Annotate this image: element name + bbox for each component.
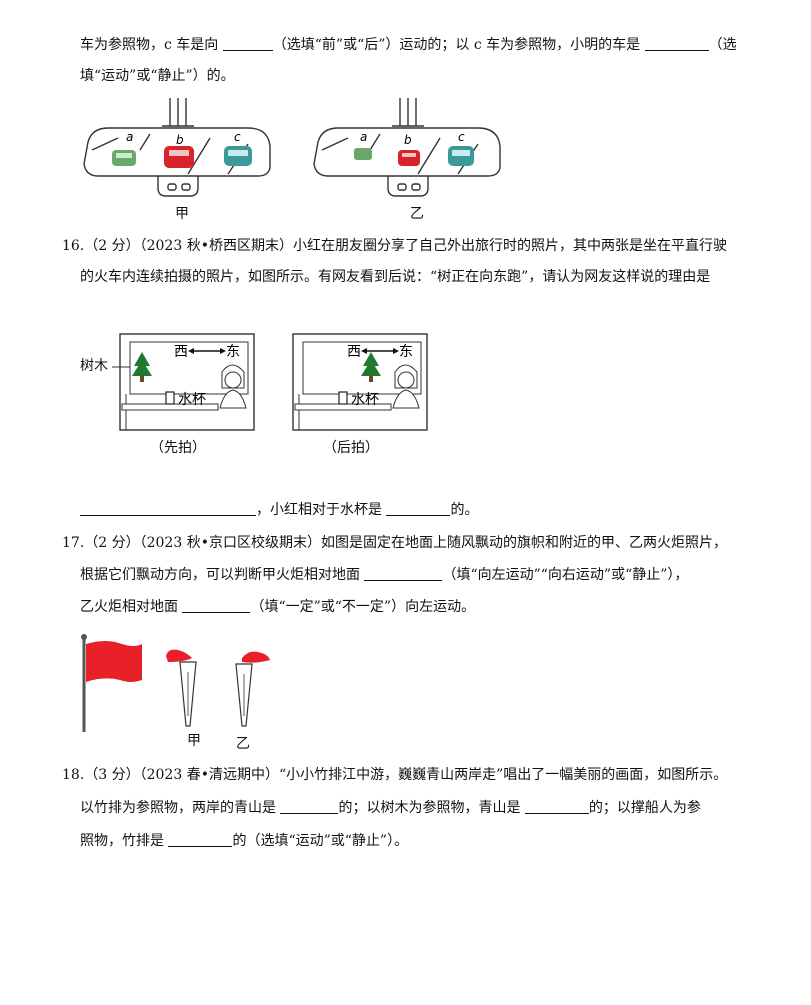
q18-blank-2[interactable] — [524, 799, 589, 814]
q15-mirror-figure-jia: a b c — [83, 98, 271, 197]
q18-text-3a: 照物，竹排是 — [80, 833, 169, 849]
q18-blank-1[interactable] — [280, 799, 339, 814]
girl-icon-2 — [392, 364, 420, 409]
q18-line-1: 18.（3 分）（2023 春•清远期中）“小小竹排江中游，巍巍青山两岸走”唱出… — [62, 765, 727, 785]
car-c-icon-2 — [448, 146, 474, 166]
q18-text-2b: 的；以树木为参照物，青山是 — [338, 800, 525, 816]
q15-line-2: 填“运动”或“静止”）的。 — [80, 66, 235, 86]
q17-blank-1[interactable] — [364, 566, 443, 581]
west-label-2: 西 — [347, 344, 361, 360]
q18-line-2: 以竹排为参照物，两岸的青山是 的；以树木为参照物，青山是 的；以撑船人为参 — [80, 798, 701, 818]
car-c-icon — [224, 146, 252, 166]
girl-icon — [219, 364, 247, 409]
cup-icon — [165, 391, 175, 405]
west-label: 西 — [174, 344, 188, 360]
q18-text-2c: 的；以撑船人为参 — [588, 800, 701, 816]
car-b-icon — [164, 146, 194, 168]
q15-text-1a: 车为参照物，c 车是向 — [80, 37, 223, 53]
q16-line-1: 16.（2 分）（2023 秋•桥西区期末）小红在朋友圈分享了自己外出旅行时的照… — [62, 236, 727, 256]
tree-label: 树木 — [80, 358, 108, 374]
q18-text-3b: 的（选填“运动”或“静止”）。 — [232, 833, 409, 849]
q17-text-2a: 根据它们飘动方向，可以判断甲火炬相对地面 — [80, 567, 365, 583]
car-c-label: c — [234, 130, 241, 144]
q16-blank-2[interactable] — [386, 501, 451, 516]
car-a-label: a — [126, 130, 133, 144]
q16-answer-text-a: ，小红相对于水杯是 — [256, 502, 387, 518]
q17-line-1: 17.（2 分）（2023 秋•京口区校级期末）如图是固定在地面上随风飘动的旗帜… — [62, 533, 727, 553]
q15-blank-1[interactable] — [222, 36, 273, 51]
tree-icon — [132, 352, 152, 382]
q18-text-1: 18.（3 分）（2023 春•清远期中）“小小竹排江中游，巍巍青山两岸走”唱出… — [62, 767, 728, 783]
q15-blank-2[interactable] — [644, 36, 709, 51]
cup-icon-2 — [338, 391, 348, 405]
car-b-label-2: b — [404, 133, 412, 147]
q17-line-3: 乙火炬相对地面 （填“一定”或“不一定”）向左运动。 — [80, 597, 475, 617]
car-b-icon-2 — [398, 150, 420, 166]
q17-text-3a: 乙火炬相对地面 — [80, 599, 183, 615]
q15-text-2: 填“运动”或“静止”）的。 — [80, 68, 235, 84]
q16-answer-line: ，小红相对于水杯是 的。 — [80, 500, 478, 520]
q16-text-2: 的火车内连续拍摄的照片，如图所示。有网友看到后说：“树正在向东跑”，请认为网友这… — [80, 269, 711, 285]
east-label: 东 — [226, 344, 240, 360]
q15-caption-yi: 乙 — [410, 206, 424, 222]
q17-blank-2[interactable] — [182, 598, 251, 613]
q17-text-1: 17.（2 分）（2023 秋•京口区校级期末）如图是固定在地面上随风飘动的旗帜… — [62, 535, 727, 551]
torch-yi-label: 乙 — [236, 736, 250, 752]
car-a-icon-2 — [354, 148, 372, 160]
q15-text-1c: （选 — [708, 37, 737, 53]
q17-text-2b: （填“向左运动”“向右运动”或“静止”）， — [442, 567, 689, 583]
cup-label-2: 水杯 — [351, 392, 379, 408]
car-b-label: b — [176, 133, 184, 147]
q15-caption-jia: 甲 — [175, 206, 189, 222]
q15-mirror-figure-yi: a b c — [313, 98, 501, 197]
torch-yi-icon — [235, 651, 270, 727]
q18-text-2a: 以竹排为参照物，两岸的青山是 — [80, 800, 281, 816]
train-photo-first: 西 东 水杯 — [112, 333, 255, 431]
q18-blank-3[interactable] — [168, 832, 233, 847]
cup-label: 水杯 — [178, 392, 206, 408]
car-c-label-2: c — [458, 130, 465, 144]
q15-line-1: 车为参照物，c 车是向 （选填“前”或“后”）运动的；以 c 车为参照物，小明的… — [80, 35, 737, 55]
caption-second: （后拍） — [323, 440, 379, 456]
q15-text-1b: （选填“前”或“后”）运动的；以 c 车为参照物，小明的车是 — [272, 37, 645, 53]
q17-line-2: 根据它们飘动方向，可以判断甲火炬相对地面 （填“向左运动”“向右运动”或“静止”… — [80, 565, 688, 585]
torch-jia-label: 甲 — [187, 733, 201, 749]
tree-icon-2 — [361, 352, 381, 382]
caption-first: （先拍） — [150, 440, 206, 456]
q16-blank-1[interactable] — [80, 501, 256, 516]
q18-line-3: 照物，竹排是 的（选填“运动”或“静止”）。 — [80, 831, 408, 851]
q17-figure — [81, 634, 270, 732]
car-a-icon — [112, 150, 136, 166]
flag-icon — [81, 634, 142, 732]
q16-answer-text-b: 的。 — [450, 502, 479, 518]
q16-line-2: 的火车内连续拍摄的照片，如图所示。有网友看到后说：“树正在向东跑”，请认为网友这… — [80, 267, 710, 287]
east-label-2: 东 — [399, 344, 413, 360]
torch-jia-icon — [166, 649, 197, 727]
train-photo-second: 西 东 水杯 — [292, 333, 428, 431]
q17-text-3b: （填“一定”或“不一定”）向左运动。 — [250, 599, 476, 615]
q16-text-1: 16.（2 分）（2023 秋•桥西区期末）小红在朋友圈分享了自己外出旅行时的照… — [62, 238, 727, 254]
car-a-label-2: a — [360, 130, 367, 144]
